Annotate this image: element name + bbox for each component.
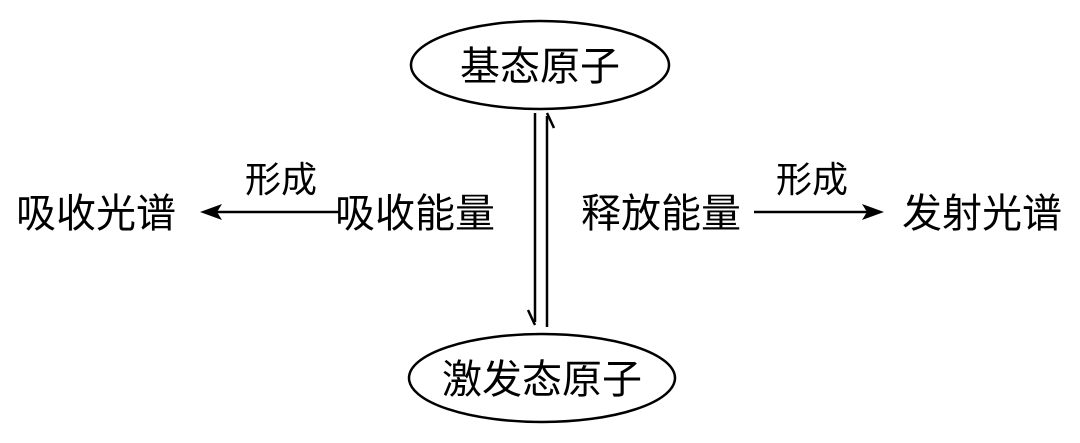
- ground-state-label: 基态原子: [460, 44, 620, 90]
- left-arrowhead: [200, 204, 222, 220]
- absorption-spectrum-label: 吸收光谱: [16, 191, 176, 237]
- excited-state-label: 激发态原子: [442, 357, 642, 403]
- absorb-energy-label: 吸收能量: [335, 191, 495, 237]
- left-edge-label: 形成: [245, 160, 317, 201]
- release-energy-label: 释放能量: [581, 191, 741, 237]
- right-arrowhead: [862, 204, 884, 220]
- emission-spectrum-label: 发射光谱: [902, 191, 1062, 237]
- excited-state-node: 激发态原子: [407, 332, 677, 424]
- ground-state-node: 基态原子: [409, 19, 671, 111]
- up-arrow-barb: [545, 112, 556, 129]
- right-edge-label: 形成: [776, 160, 848, 201]
- left-arrow: [200, 204, 340, 220]
- excited-state-ellipse: [407, 332, 677, 424]
- right-arrow: [754, 204, 884, 220]
- ground-state-ellipse: [409, 19, 671, 111]
- down-arrow-barb: [526, 309, 537, 326]
- transition-arrows: [526, 112, 556, 327]
